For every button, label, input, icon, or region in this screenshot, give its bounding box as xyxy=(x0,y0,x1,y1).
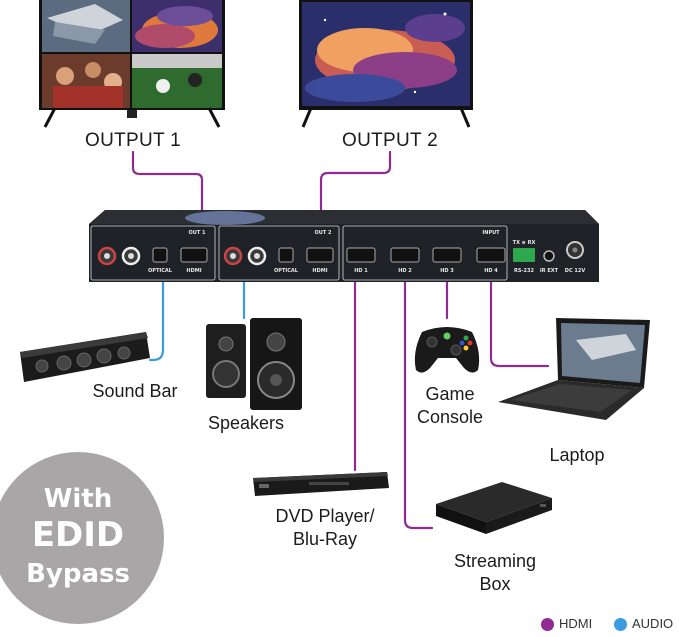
svg-text:OPTICAL: OPTICAL xyxy=(274,268,299,274)
dvd-player-image xyxy=(249,470,391,498)
svg-text:HDMI: HDMI xyxy=(312,268,327,274)
svg-text:HD 3: HD 3 xyxy=(440,268,454,274)
tv-output1 xyxy=(35,0,229,128)
port-label-hd3: HD 3 xyxy=(440,268,454,274)
badge-line2: EDID xyxy=(31,515,125,555)
port-label-out1: OUT 1 xyxy=(189,230,206,236)
badge-line1: With xyxy=(43,484,113,514)
legend-hdmi-label: HDMI xyxy=(559,616,593,631)
game-console-label-line2: Console xyxy=(416,407,484,427)
output2-label: OUTPUT 2 xyxy=(341,130,438,151)
hdmi-wire-streaming xyxy=(403,276,434,530)
port-label-input: INPUT xyxy=(482,230,500,236)
hdmi-wire-output2 xyxy=(319,150,392,230)
svg-text:OUT 1: OUT 1 xyxy=(189,230,206,236)
tv-output2 xyxy=(295,0,477,128)
speakers-label: Speakers xyxy=(207,413,285,433)
svg-text:HD 4: HD 4 xyxy=(484,268,498,274)
port-label-rs232: RS-232 xyxy=(514,268,534,274)
hdmi-wire-output1 xyxy=(131,150,204,230)
svg-text:OUT 2: OUT 2 xyxy=(315,230,332,236)
legend-hdmi-dot xyxy=(541,618,554,631)
speakers-image xyxy=(204,318,308,412)
svg-text:HD 1: HD 1 xyxy=(354,268,368,274)
port-label-hd2: HD 2 xyxy=(398,268,412,274)
svg-text:OPTICAL: OPTICAL xyxy=(148,268,173,274)
sound-bar-image xyxy=(18,330,152,386)
port-label-optical1: OPTICAL xyxy=(148,268,173,274)
edid-bypass-badge: With EDID Bypass xyxy=(0,452,164,624)
port-label-hd4: HD 4 xyxy=(484,268,498,274)
dvd-label-line1: DVD Player/ xyxy=(275,506,375,526)
dvd-label-line2: Blu-Ray xyxy=(292,529,358,549)
port-label-out2: OUT 2 xyxy=(315,230,332,236)
svg-text:HD 2: HD 2 xyxy=(398,268,412,274)
svg-text:RS-232: RS-232 xyxy=(514,268,534,274)
port-label-hdmi2: HDMI xyxy=(312,268,327,274)
sound-bar-label: Sound Bar xyxy=(92,381,178,401)
port-label-dc12v: DC 12V xyxy=(565,268,586,274)
laptop-image xyxy=(496,316,656,422)
streaming-box-label-line2: Box xyxy=(479,574,511,594)
game-controller-image xyxy=(412,318,482,378)
svg-text:HDMI: HDMI xyxy=(186,268,201,274)
switcher-port-labels: OUT 1 OUT 2 INPUT OPTICAL HDMI OPTICAL H… xyxy=(148,230,586,274)
legend-audio-label: AUDIO xyxy=(632,616,674,631)
output1-label: OUTPUT 1 xyxy=(84,130,181,151)
laptop-label: Laptop xyxy=(549,445,605,465)
port-label-hd1: HD 1 xyxy=(354,268,368,274)
svg-text:TX ⊕ RX: TX ⊕ RX xyxy=(513,240,536,246)
hdmi-matrix-switcher: OUT 1 OUT 2 INPUT OPTICAL HDMI OPTICAL H… xyxy=(85,208,601,288)
port-label-txrx: TX ⊕ RX xyxy=(513,240,536,246)
svg-text:INPUT: INPUT xyxy=(482,230,500,236)
badge-line3: Bypass xyxy=(26,559,130,589)
port-label-optical2: OPTICAL xyxy=(274,268,299,274)
game-console-label-line1: Game xyxy=(425,384,475,404)
svg-text:DC 12V: DC 12V xyxy=(565,268,586,274)
legend-audio-dot xyxy=(614,618,627,631)
port-label-irext: IR EXT xyxy=(540,268,559,274)
audio-wire-soundbar xyxy=(148,276,165,362)
hdmi-wire-laptop xyxy=(489,276,550,368)
svg-text:IR EXT: IR EXT xyxy=(540,268,559,274)
streaming-box-image xyxy=(432,480,554,536)
streaming-box-label-line1: Streaming xyxy=(453,551,537,571)
port-label-hdmi1: HDMI xyxy=(186,268,201,274)
